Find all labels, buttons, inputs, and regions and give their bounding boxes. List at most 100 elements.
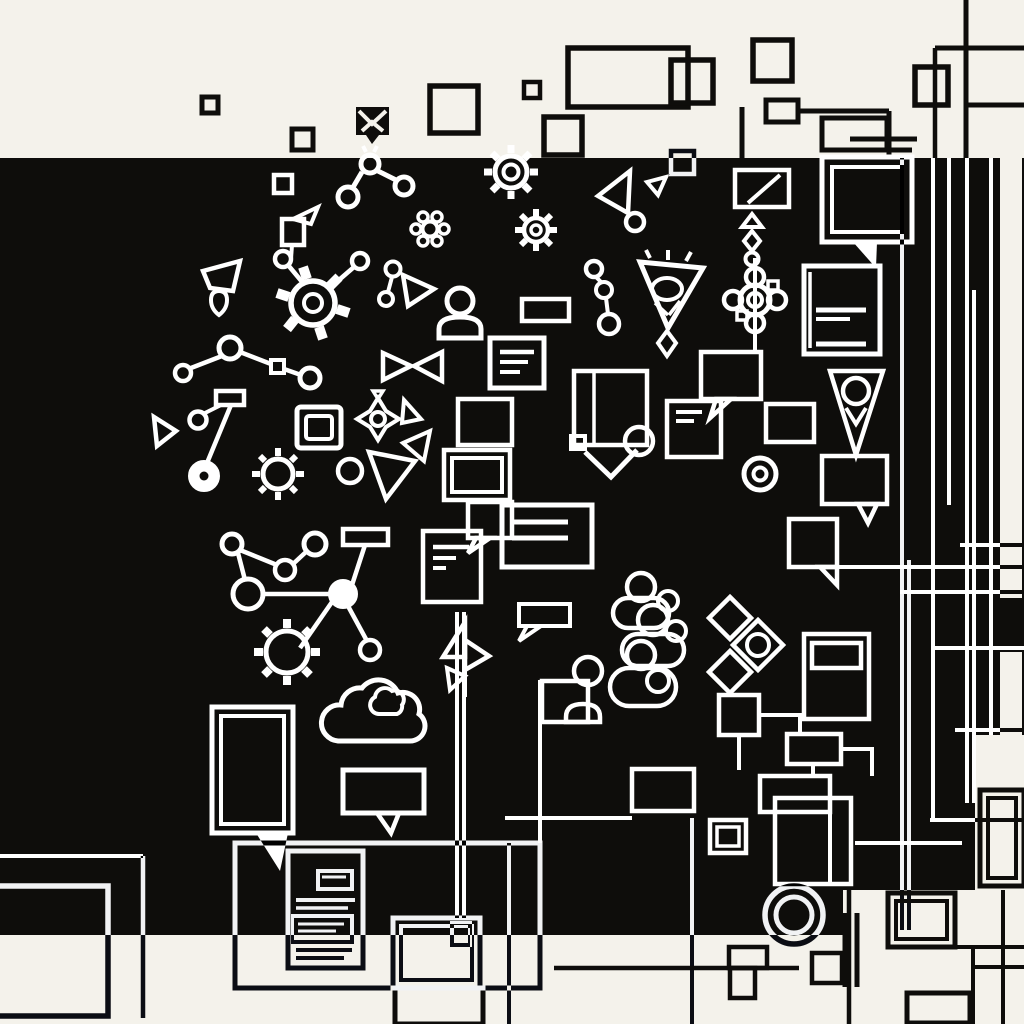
card-header [809,640,864,671]
square-doodle [763,401,817,445]
flag-pennant [287,202,322,227]
gear-hub [501,162,521,182]
person-doodle-body [436,314,484,341]
diagonal-line [746,173,782,205]
gear-hub [529,223,543,237]
map-pin-circle [840,375,872,407]
maze-rect [629,766,697,814]
flower-petal [416,234,430,248]
triangle-doodle [593,166,633,217]
map-pin-chevron [844,406,868,428]
award-pin-line [667,299,682,317]
gear-spoke [543,237,554,248]
network-edge [239,349,272,367]
gear-spoke [521,150,533,162]
network-node [392,174,416,198]
filled-node-center [199,471,209,481]
flower-petal [430,234,444,248]
network-node [219,531,245,557]
gear-spoke [301,626,313,638]
document-f-doodle [420,528,484,605]
network-node [349,250,371,272]
flower-gear-petal [766,279,780,292]
gear-spoke [335,304,351,318]
br-rect-inner [986,796,1018,880]
gear-spoke [298,265,312,281]
envelope-tail [366,135,379,144]
gear-large [288,278,338,328]
square-diagonal [732,167,792,210]
white-corner-br [843,890,1024,935]
person-doodle-head [444,285,476,317]
document-lines-doodle [487,335,547,391]
top-square [750,37,795,84]
small-square [289,126,316,153]
network-spike [372,145,379,153]
network-edge [291,549,309,566]
network-edge [283,366,302,378]
award-pin-spike [684,251,693,262]
wide-rect [565,45,691,110]
gear-spoke [283,315,299,333]
cloud-icon-inner [368,686,406,716]
white-column [1000,158,1022,890]
server-doc [285,848,366,971]
server-doc-box [290,914,354,944]
network-edge [190,353,223,371]
team-doodle-body [607,665,679,709]
tiny-square-2 [521,79,543,101]
network-node [301,530,329,558]
team-doodle-head [645,668,671,694]
gear-spoke [301,666,313,678]
gear-spoke [314,325,328,341]
gear-icon [492,153,530,191]
bottom-square [727,965,758,1001]
hook-rect-inner [399,924,474,982]
shape-chain-triangle [737,210,767,229]
award-pin-oval [650,276,684,302]
small-triangle-2 [399,395,425,426]
chain-node [583,258,605,280]
network-spike [361,145,368,153]
network-edge [346,604,369,643]
double-rect [707,817,749,856]
server-doc-box [316,869,354,891]
network-node [358,152,382,176]
node-edge [204,404,234,464]
node-circle [187,409,209,431]
play-triangle [151,412,180,451]
triangle-node [623,210,647,234]
gear-spoke [543,212,554,223]
sun-ray [257,453,268,464]
award-pin-spike [644,249,652,259]
network-node [216,334,244,362]
sun-ray [257,484,268,495]
person-doodle-body [563,701,603,725]
download-doc-doodle [571,368,650,448]
big-speech-bubble-tail [853,242,877,268]
gear-spoke [261,626,273,638]
gear-spoke [261,666,273,678]
chain-edge [604,297,610,315]
square-mid [541,114,585,158]
download-doc-chevron [583,448,639,481]
big-bottom-rect [232,840,543,991]
bowtie-doodle [409,348,445,385]
network-square-node [269,358,286,375]
black-field [0,158,1024,935]
network-node [272,557,298,583]
triangle-shape [365,449,419,504]
bowtie-doodle [380,349,417,384]
team-doodle-head [664,619,688,643]
flower-gear-petal [743,311,767,335]
note-doodle [499,502,595,570]
column-cell [1000,598,1022,652]
corner-rect [0,883,111,1019]
team-doodle-head [624,570,658,604]
flowchart-edge [759,713,802,734]
document-doodle [801,263,883,357]
network-edge [239,547,278,568]
chat-bubble [819,453,890,507]
network-edge [349,170,365,191]
